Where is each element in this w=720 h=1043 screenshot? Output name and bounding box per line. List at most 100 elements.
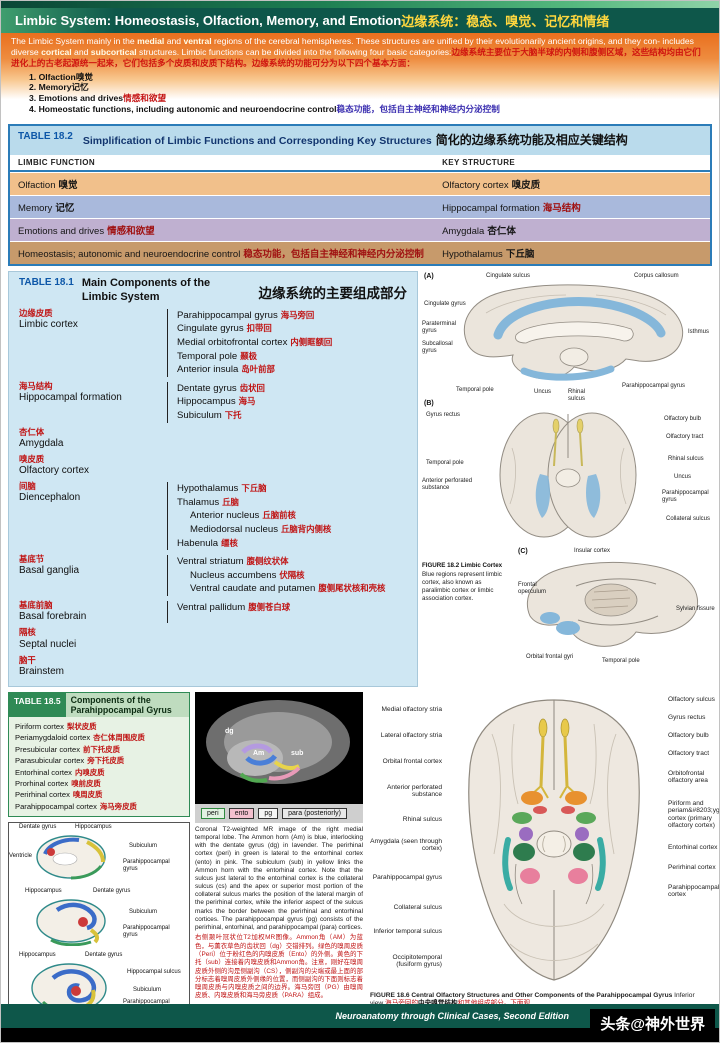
mr-label-dg: dg (225, 727, 234, 735)
label-parahippocampal-gyrus: Parahippocampal gyrus (622, 383, 686, 390)
intro-text: and (71, 47, 91, 58)
table-18-2-header: TABLE 18.2 Simplification of Limbic Func… (10, 126, 710, 156)
column-header-function: LIMBIC FUNCTION (18, 158, 96, 168)
group-label-en: Amygdala (19, 437, 64, 449)
mr-caption-zh: 右侧颞叶冠状位T2加权MR图像。Ammon角（AM）为蓝色，与薰衣草色的齿状回（… (195, 934, 363, 1000)
embryology-stage-1: Dentate gyrus Hippocampus Ventricle Subi… (9, 823, 189, 887)
table-18-1-title-zh: 边缘系统的主要组成部分 (258, 286, 408, 302)
label-dentate-gyrus: Dentate gyrus (85, 952, 123, 959)
table-18-1-title-en: Main Components of the Limbic System (81, 277, 211, 303)
label-uncus: Uncus (534, 389, 552, 396)
caption-text: Blue regions represent limbic cortex, al… (422, 570, 502, 602)
embryology-stage-2: Hippocampus Dentate gyrus Subiculum Para… (9, 887, 189, 951)
item-number: 4. (29, 103, 37, 114)
label-paraterminal-gyrus: Paraterminal gyrus (422, 321, 457, 335)
figure-18-2-panel-c: FIGURE 18.2 Limbic Cortex Blue regions r… (422, 548, 718, 667)
cell-zh: 情感和欲望 (107, 226, 155, 238)
figure-18-2: (A) Cingulate sulcus Cingulate gyrus Cor… (422, 271, 715, 667)
intro-text: structures. Limbic functions can be divi… (136, 47, 452, 58)
item-en: Memory (38, 82, 72, 93)
item-number: 3. (29, 92, 37, 103)
item-en: Dentate gyrus (177, 382, 237, 394)
group-septal-nuclei: 隔核 Septal nuclei (19, 628, 407, 650)
label-inferior-temporal-sulcus: Inferior temporal sulcus (373, 927, 442, 935)
label-subcallosal-gyrus: Subcallosal gyrus (422, 341, 453, 355)
item-en: Medial orbitofrontal cortex (177, 337, 288, 349)
group-amygdala: 杏仁体 Amygdala (19, 426, 407, 450)
group-label-zh: 杏仁体 (19, 426, 45, 437)
table-18-1: TABLE 18.1 Main Components of the Limbic… (8, 271, 418, 687)
group-label-en: Brainstem (19, 665, 65, 677)
label-cingulate-sulcus: Cingulate sulcus (486, 273, 531, 280)
table-18-2-column-headers: LIMBIC FUNCTION KEY STRUCTURE (10, 155, 710, 173)
item-en: Subiculum (177, 410, 222, 422)
group-head: 边缘皮质 Limbic cortex (19, 308, 165, 377)
item-en: Thalamus (177, 496, 220, 508)
label-temporal-pole: Temporal pole (426, 460, 464, 467)
item-zh: 腹侧苍白球 (248, 602, 291, 613)
intro-text-zh: 区域，这些结构均由它们进化上的古老起源统一起来，它们包括多个 (11, 47, 701, 69)
intro-text-zh: 和 (580, 47, 589, 58)
intro-bold-medial: medial (137, 36, 165, 46)
cell-zh: 下丘脑 (505, 249, 535, 261)
intro-zh-bold: 内侧 (563, 47, 581, 58)
cell-en: Memory (18, 203, 53, 215)
group-label-zh: 脑干 (19, 654, 36, 665)
cell-en: Olfaction (18, 180, 56, 192)
group-head: 基底前脑 Basal forebrain (19, 600, 165, 623)
item-en: Perirhinal cortex (15, 790, 70, 800)
label-olfactory-tract: Olfactory tract (666, 434, 704, 441)
figure-18-2-caption: FIGURE 18.2 Limbic Cortex Blue regions r… (422, 562, 510, 602)
item-en: Nucleus accumbens (190, 569, 277, 581)
item-zh: 杏仁体周围皮质 (93, 733, 145, 743)
figure-18-2-panel-a: (A) Cingulate sulcus Cingulate gyrus Cor… (422, 271, 718, 402)
label-parahippocampal-cortex: Parahippocampal cortex (668, 883, 720, 899)
caption-zh: 海马旁回的 (385, 1000, 418, 1007)
item-zh: 海马旁皮质 (99, 801, 137, 811)
group-head: 间脑 Diencephalon (19, 481, 165, 550)
group-head: 基底节 Basal ganglia (19, 554, 165, 596)
group-brainstem: 脑干 Brainstem (19, 654, 407, 678)
item-zh: 稳态功能，包括自主神经和神经内分泌控制 (336, 103, 500, 114)
item-en: Presubicular cortex (15, 744, 80, 754)
label-olfactory-bulb: Olfactory bulb (668, 731, 709, 739)
table-18-5-header: TABLE 18.5 Components of the Parahippoca… (9, 692, 189, 717)
item-en: Anterior nucleus (190, 510, 260, 522)
function-cell: Homeostasis; autonomic and neuroendocrin… (18, 246, 442, 260)
label-dentate-gyrus: Dentate gyrus (19, 824, 57, 831)
table-18-2: TABLE 18.2 Simplification of Limbic Func… (8, 124, 712, 267)
table-row-homeostasis: Homeostasis; autonomic and neuroendocrin… (10, 241, 710, 265)
item-zh: 腹侧尾状核和壳核 (318, 583, 386, 594)
label-anterior-perforated-substance: Anterior perforated substance (387, 783, 442, 799)
item-zh: 腹侧纹状体 (246, 556, 289, 567)
item-zh: 旁下托皮质 (87, 756, 125, 766)
cell-zh: 杏仁体 (487, 226, 516, 238)
caption-zh-bold: 中央嗅觉结构 (418, 1000, 458, 1007)
item-en: Cingulate gyrus (177, 323, 244, 335)
inferior-brain-18-6-illustration (468, 699, 640, 981)
cell-zh: 稳态功能，包括自主神经和神经内分泌控制 (243, 249, 424, 261)
label-anterior-perforated-substance: Anterior perforated substance (422, 478, 473, 492)
label-gyrus-rectus: Gyrus rectus (668, 713, 706, 721)
chip-para: para (posteriorly) (282, 807, 348, 819)
cell-en: Emotions and drives (18, 226, 105, 238)
intro-bold-ventral: ventral (183, 36, 212, 46)
group-head: 隔核 Septal nuclei (19, 628, 165, 650)
group-head: 杏仁体 Amygdala (19, 426, 165, 450)
